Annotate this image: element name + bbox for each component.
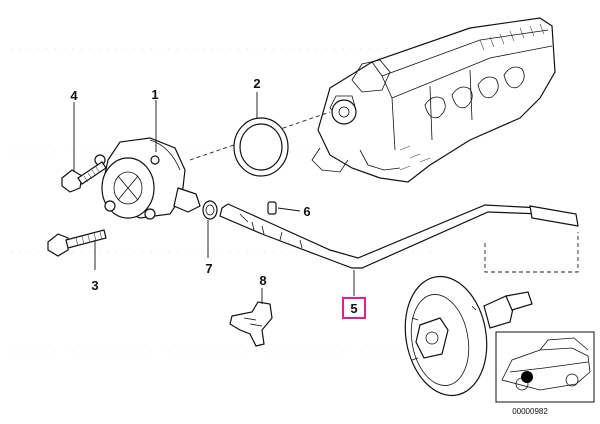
reference-number: 00000982: [512, 407, 548, 416]
hose-clamp: [202, 200, 218, 220]
callout-3: 3: [91, 278, 98, 293]
bolt-lower: [47, 229, 107, 257]
bolt-upper: [61, 161, 107, 193]
o-ring-gasket: [233, 117, 289, 177]
callout-4: 4: [70, 88, 78, 103]
mounting-bracket: [229, 301, 273, 347]
alignment-line-booster: [484, 232, 579, 273]
callout-6: 6: [303, 204, 310, 219]
svg-text:· · · · · · · · · · · · · · ·: · · · · · · · · · · · · · · · · · · · · …: [10, 346, 433, 358]
intake-runners: [424, 66, 525, 119]
callout-7: 7: [205, 261, 212, 276]
car-locator-inset: [495, 331, 595, 403]
vacuum-hose: [219, 203, 579, 269]
callout-5: 5: [350, 301, 357, 316]
vacuum-pump: [94, 137, 201, 220]
brake-booster: [404, 275, 533, 397]
leader-6: [277, 207, 301, 212]
engine-block: [311, 17, 556, 183]
callout-2: 2: [253, 76, 260, 91]
callout-8: 8: [259, 273, 266, 288]
svg-text:· · · · · · · · · · · · · · ·: · · · · · · · · · · · · · · · · · · · · …: [10, 43, 433, 55]
callout-5-highlight-box: [342, 297, 366, 319]
callout-1: 1: [151, 87, 158, 102]
check-valve: [267, 201, 277, 215]
location-marker: [521, 371, 533, 383]
